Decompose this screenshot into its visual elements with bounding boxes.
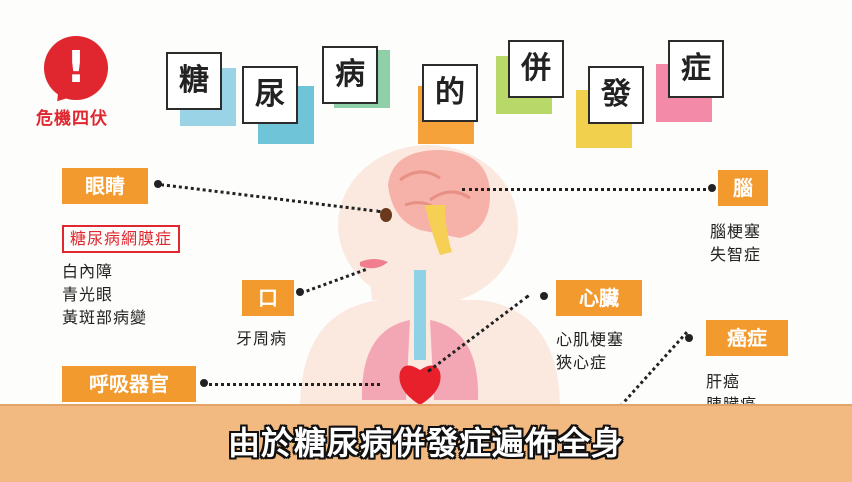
title-char: 的 xyxy=(422,64,478,122)
list-item: 心肌梗塞 xyxy=(556,330,625,349)
label-retina: 糖尿病網膜症 xyxy=(62,225,181,253)
list-item: 狹心症 xyxy=(556,353,608,372)
brain-list: 腦梗塞 失智症 xyxy=(710,220,761,266)
connector-dot xyxy=(200,379,208,387)
right-lung xyxy=(430,320,479,400)
heart-icon xyxy=(399,365,441,405)
exclamation-icon: ! xyxy=(65,42,87,93)
heart-list: 心肌梗塞 狹心症 xyxy=(556,328,624,374)
label-mouth: 口 xyxy=(242,280,294,316)
title-char: 病 xyxy=(322,46,378,104)
list-item: 青光眼 xyxy=(62,285,114,304)
face-profile xyxy=(351,200,400,300)
mouth-list: 牙周病 xyxy=(236,327,287,350)
title-char: 尿 xyxy=(242,66,298,124)
connector-brain xyxy=(462,188,712,191)
lips-shape xyxy=(360,259,388,269)
list-item: 牙周病 xyxy=(236,329,288,348)
label-eye: 眼睛 xyxy=(62,168,148,204)
brainstem xyxy=(425,205,452,255)
title-char: 發 xyxy=(588,66,644,124)
logo-bubble xyxy=(44,36,108,100)
eye-list: 白內障 青光眼 黃斑部病變 xyxy=(62,260,147,329)
connector-respiratory xyxy=(204,383,380,386)
list-item: 肝癌 xyxy=(706,372,741,391)
title-char: 糖 xyxy=(166,52,222,110)
label-cancer: 癌症 xyxy=(706,320,788,356)
left-lung xyxy=(361,320,410,400)
eye-shape xyxy=(380,208,392,222)
connector-dot xyxy=(540,292,548,300)
connector-dot xyxy=(296,288,304,296)
trachea-shape xyxy=(414,270,426,360)
title-char: 症 xyxy=(668,40,724,98)
label-brain: 腦 xyxy=(718,170,768,206)
connector-dot xyxy=(154,180,162,188)
list-item: 黃斑部病變 xyxy=(62,308,148,327)
label-respiratory: 呼吸器官 xyxy=(62,366,196,402)
list-item: 白內障 xyxy=(62,262,114,281)
connector-dot xyxy=(685,334,693,342)
connector-dot xyxy=(708,184,716,192)
logo-text: 危機四伏 xyxy=(36,109,108,129)
label-heart: 心臟 xyxy=(556,280,642,316)
subtitle-band xyxy=(0,404,852,482)
list-item: 腦梗塞 xyxy=(710,222,762,241)
title-char: 併 xyxy=(508,40,564,98)
list-item: 失智症 xyxy=(710,245,762,264)
subtitle-caption: 由於糖尿病併發症遍佈全身 xyxy=(227,424,624,462)
